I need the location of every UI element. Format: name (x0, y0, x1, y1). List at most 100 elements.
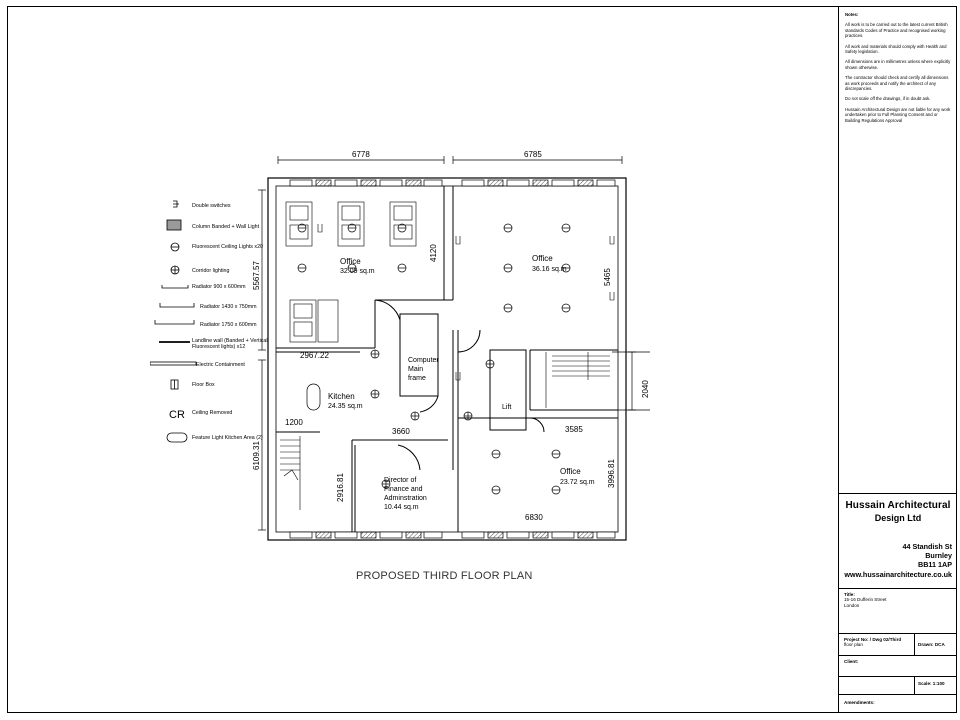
ceiling-removed-symbol: CR (169, 409, 185, 421)
title-block-divider (838, 633, 957, 634)
dim-director-height: 2916.81 (336, 473, 345, 502)
client-field: Client: (844, 659, 858, 664)
address-line: BB11 1AP (918, 560, 952, 570)
radiator-900-icon (161, 285, 189, 289)
legend-label: Radiator 1430 x 750mm (200, 304, 257, 310)
dim-stair-height: 2040 (641, 380, 650, 398)
note-item: Hussain Architectural Design are not lia… (845, 106, 951, 123)
project-label: Project No: / Dwg 02/Third (844, 637, 902, 642)
room-director-line1: Director of (384, 477, 416, 484)
room-labels: Office 32.09 sq.m Office 36.16 sq.m Comp… (328, 254, 595, 511)
room-server-line1: Computer (408, 357, 439, 364)
note-item: All dimensions are in millimetres unless… (845, 59, 951, 70)
dimension-labels: 6778 6785 5567.57 6109.31 4120 5465 2040… (252, 150, 650, 522)
title-block-divider (914, 633, 915, 655)
notes-panel: Notes: All work is to be carried out to … (845, 12, 953, 128)
dim-office1-height: 4120 (429, 244, 438, 262)
note-item: All work is to be carried out to the lat… (845, 22, 948, 39)
ceiling-removed-icon: CR (169, 409, 185, 421)
legend-label: Radiator 900 x 600mm (192, 284, 246, 290)
title-block-divider (838, 694, 957, 695)
electric-containment-icon (150, 361, 197, 366)
room-director-area: 10.44 sq.m (384, 504, 419, 511)
title-block-divider (914, 676, 915, 694)
title-block-divider (838, 655, 957, 656)
notes-title: Notes: (845, 12, 859, 17)
radiator-1750-icon (154, 320, 195, 325)
address-line: Burnley (925, 551, 952, 561)
dim-left-upper: 5567.57 (252, 261, 261, 290)
room-lift: Lift (502, 404, 511, 411)
room-kitchen-name: Kitchen (328, 392, 355, 401)
fluorescent-light-icon (170, 242, 180, 252)
client-label: Client: (844, 659, 859, 664)
company-name-line2: Design Ltd (874, 513, 922, 523)
note-item: Do not scale off the drawings, if in dou… (845, 96, 931, 102)
room-office3-area: 23.72 sq.m (560, 479, 595, 486)
title-block-column (838, 6, 957, 713)
address-line: www.hussainarchitecture.co.uk (844, 569, 952, 579)
dim-office3-height: 3996.81 (607, 459, 616, 488)
dim-bottom-right: 6830 (525, 513, 543, 522)
title-block-divider (838, 493, 957, 494)
legend-label: Fluorescent Ceiling Lights x20 (192, 244, 263, 250)
feature-light-icon (306, 383, 321, 411)
legend-label: Landline wall (Banded + Vertical Fluores… (192, 338, 268, 350)
drawn-field: Drawn: DCA (918, 642, 945, 647)
fluorescent-lights (297, 223, 571, 495)
dim-office3-width: 3585 (565, 425, 583, 434)
dim-left-lower: 6109.31 (252, 441, 261, 470)
room-kitchen-area: 24.35 sq.m (328, 403, 363, 410)
legend-label: Corridor lighting (192, 268, 230, 274)
room-office2-area: 36.16 sq.m (532, 266, 567, 273)
dim-stair-width: 1200 (285, 418, 303, 427)
radiators (317, 224, 615, 381)
note-item: All work and materials should comply wit… (845, 43, 947, 55)
legend-label: Column Banded + Wall Light (192, 224, 260, 230)
desks (285, 201, 417, 343)
company-name-line1: Hussain Architectural (845, 500, 951, 511)
room-director-line3: Adminstration (384, 495, 427, 502)
dim-corridor-width: 2967.22 (300, 351, 329, 360)
legend-label: Radiator 1750 x 600mm (200, 322, 257, 328)
room-office1-area: 32.09 sq.m (340, 268, 375, 275)
legend: CR Double switches Column Banded + Wall … (150, 194, 280, 464)
double-switch-icon (173, 200, 179, 208)
title-block-divider (838, 588, 957, 589)
dim-top-left: 6778 (352, 150, 370, 159)
column-icon (166, 219, 182, 231)
legend-symbols: CR (150, 200, 197, 443)
floor-box-icon (170, 379, 179, 390)
title-field: Title: 15-16 Dufferin Street London (844, 592, 887, 608)
legend-label: Electric Containment (196, 362, 245, 368)
room-server-line3: frame (408, 375, 426, 382)
outer-walls (267, 177, 627, 541)
legend-label: Feature Light Kitchen Area (2) (192, 435, 263, 441)
scale-label: Scale: 1:100 (918, 681, 945, 686)
room-director-line2: Finance and (384, 486, 423, 493)
corridor-lights (370, 349, 495, 489)
title-block-divider (838, 676, 957, 677)
dimension-lines (258, 156, 650, 531)
amendments-label: Amendments: (844, 700, 875, 705)
dim-office2-height: 5465 (603, 268, 612, 286)
legend-label: Double switches (192, 203, 231, 209)
windows-top (289, 179, 616, 187)
dim-kitchen-width: 3660 (392, 427, 410, 436)
project-field: Project No: / Dwg 02/Third floor plan (844, 637, 901, 648)
interior-walls (276, 186, 618, 532)
feature-light-icon (166, 432, 188, 443)
room-server-line2: Main (408, 366, 423, 373)
scale-field: Scale: 1:100 (918, 681, 945, 686)
corridor-light-icon (170, 265, 180, 275)
amendments-field: Amendments: (844, 700, 875, 705)
company-address: 44 Standish St Burnley BB11 1AP www.huss… (840, 542, 952, 579)
legend-label: Floor Box (192, 382, 215, 388)
title-label: Title: (844, 592, 855, 597)
room-office3-name: Office (560, 467, 581, 476)
dim-top-right: 6785 (524, 150, 542, 159)
room-office1-name: Office (340, 257, 361, 266)
title-value: London (844, 602, 860, 608)
plan-caption: PROPOSED THIRD FLOOR PLAN (356, 570, 533, 582)
